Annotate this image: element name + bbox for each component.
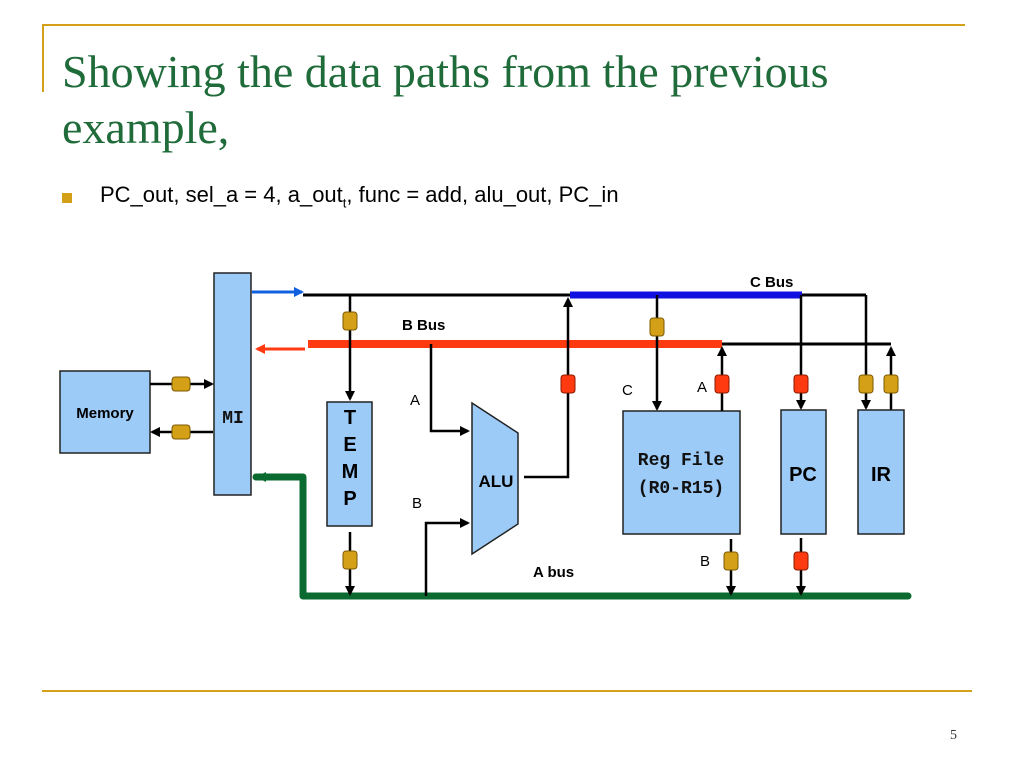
b-bus-to-alu-a-arrow xyxy=(429,344,470,436)
page-number: 5 xyxy=(950,728,957,743)
bullet-item: PC_out, sel_a = 4, a_outt, func = add, a… xyxy=(62,182,619,210)
pc-label: PC xyxy=(789,464,817,486)
ir-label: IR xyxy=(871,464,892,486)
tristate-gate-icon xyxy=(649,317,665,337)
temp-letter: T xyxy=(344,407,356,429)
tristate-gate-active-icon xyxy=(793,374,809,394)
alu-block xyxy=(471,401,519,556)
pc-block xyxy=(780,409,827,535)
title-accent-rule xyxy=(42,24,44,92)
alu-port-b-label: B xyxy=(412,495,422,512)
reg-file-block xyxy=(622,410,741,535)
alu-to-c-bus-arrow xyxy=(524,297,573,479)
tristate-gate-icon xyxy=(723,551,739,571)
reg-file-port-c-label: C xyxy=(622,382,633,399)
slide-title: Showing the data paths from the previous… xyxy=(62,46,829,153)
tristate-gate-icon xyxy=(342,550,358,570)
temp-letter: M xyxy=(342,461,359,483)
temp-letter: P xyxy=(343,488,356,510)
reg-file-port-b-label: B xyxy=(700,553,710,570)
top-rule xyxy=(42,24,965,26)
tristate-gate-icon xyxy=(171,424,191,440)
reg-file-label-line2: (R0-R15) xyxy=(638,479,724,499)
bullet-text-prefix: PC_out, sel_a = 4, a_out xyxy=(100,182,343,207)
temp-block xyxy=(326,401,373,527)
tristate-gate-active-icon xyxy=(793,551,809,571)
mi-label: MI xyxy=(222,409,244,429)
temp-letter: E xyxy=(343,434,356,456)
memory-block xyxy=(59,370,151,454)
b-bus-label: B Bus xyxy=(402,317,445,334)
c-bus-label: C Bus xyxy=(750,274,793,291)
a-bus-to-alu-b-arrow xyxy=(424,518,470,596)
ir-block xyxy=(857,409,905,535)
mi-block xyxy=(213,272,252,496)
tristate-gate-active-icon xyxy=(560,374,576,394)
tristate-gate-icon xyxy=(342,311,358,331)
a-bus-label: A bus xyxy=(533,564,574,581)
reg-file-label-line1: Reg File xyxy=(638,451,724,471)
reg-file-port-a-label: A xyxy=(697,379,707,396)
bullet-subscript: t xyxy=(342,195,347,211)
alu-label: ALU xyxy=(479,472,514,491)
tristate-gate-icon xyxy=(858,374,874,394)
tristate-gate-icon xyxy=(171,376,191,392)
bullet-square-icon xyxy=(62,192,72,203)
bullet-text-suffix: , func = add, alu_out, PC_in xyxy=(346,182,619,207)
alu-port-a-label: A xyxy=(410,392,420,409)
bottom-rule xyxy=(42,690,972,692)
tristate-gate-active-icon xyxy=(714,374,730,394)
tristate-gate-icon xyxy=(883,374,899,394)
memory-label: Memory xyxy=(76,405,134,422)
